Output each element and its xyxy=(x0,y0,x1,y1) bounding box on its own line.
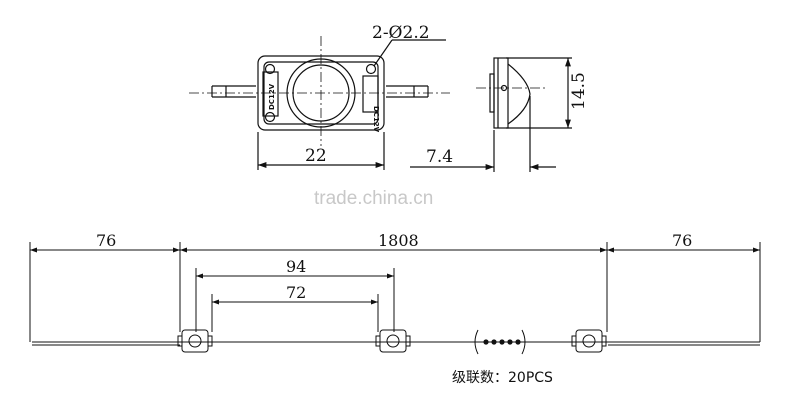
pitch-label: 94 xyxy=(286,257,306,276)
width-dimension-label: 22 xyxy=(305,146,327,166)
side-bracket xyxy=(489,73,495,113)
string-module-1 xyxy=(177,329,213,353)
left-lead-label: 76 xyxy=(96,231,116,250)
side-lens xyxy=(507,63,531,125)
badge-text-right: DC12V xyxy=(372,106,380,133)
string-module-2 xyxy=(375,329,411,353)
module-wires xyxy=(211,85,429,98)
total-length-label: 1808 xyxy=(378,231,419,250)
string-module-3 xyxy=(571,329,607,353)
break-mark-right xyxy=(521,329,526,355)
module-top-view xyxy=(189,36,548,170)
badge-plate-left xyxy=(262,71,279,117)
badge-text-left: DC12V xyxy=(268,83,276,110)
cascade-count-note: 级联数：20PCS xyxy=(452,370,553,386)
watermark: trade.china.cn xyxy=(314,188,433,209)
badge-plate-right xyxy=(362,75,379,113)
height-dimension-label: 14.5 xyxy=(569,72,589,110)
break-mark-left xyxy=(474,329,479,355)
ellipsis-dots xyxy=(483,339,521,345)
depth-dimension-label: 7.4 xyxy=(426,147,453,167)
string-layout xyxy=(29,242,761,355)
right-lead-label: 76 xyxy=(672,231,692,250)
inner-pitch-label: 72 xyxy=(286,283,306,302)
mounting-hole-right xyxy=(365,63,377,75)
mounting-hole-bottom-left xyxy=(264,111,276,123)
mounting-hole-left xyxy=(264,63,276,75)
side-housing xyxy=(493,57,509,129)
module-side-view xyxy=(410,57,572,172)
hole-dimension-label: 2-Ø2.2 xyxy=(372,23,430,43)
